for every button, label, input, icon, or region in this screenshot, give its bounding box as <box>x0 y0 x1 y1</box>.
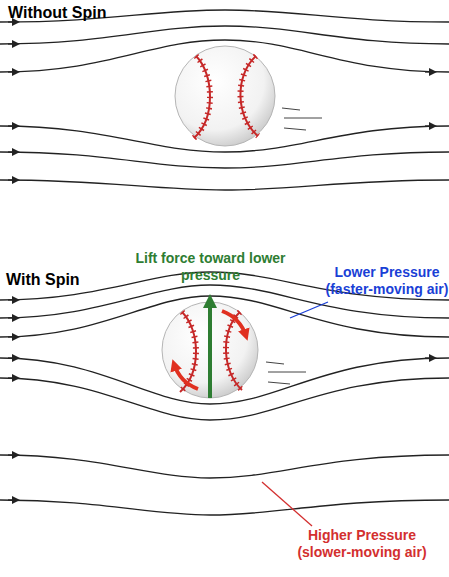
streamline <box>0 26 449 44</box>
panel-heading: With Spin <box>6 270 166 289</box>
leader-line <box>262 482 312 526</box>
panel-heading: Without Spin <box>8 3 168 22</box>
streamlines-no-spin <box>0 10 449 190</box>
leader-line <box>290 302 328 318</box>
streamline <box>0 500 449 515</box>
motion-lines <box>266 362 306 384</box>
lift-arrow <box>208 300 212 398</box>
streamline <box>0 180 449 190</box>
force-label: Lift force toward lower pressure <box>118 250 303 284</box>
pressure-label: Lower Pressure (faster-moving air) <box>312 264 449 298</box>
spin-arrow <box>174 364 198 389</box>
baseball <box>175 46 275 146</box>
spin-arrow <box>222 311 246 336</box>
streamline <box>0 152 449 168</box>
streamlines-spin <box>0 272 449 515</box>
streamline <box>0 455 449 478</box>
motion-lines <box>282 108 322 130</box>
pressure-label: Higher Pressure (slower-moving air) <box>282 527 442 561</box>
